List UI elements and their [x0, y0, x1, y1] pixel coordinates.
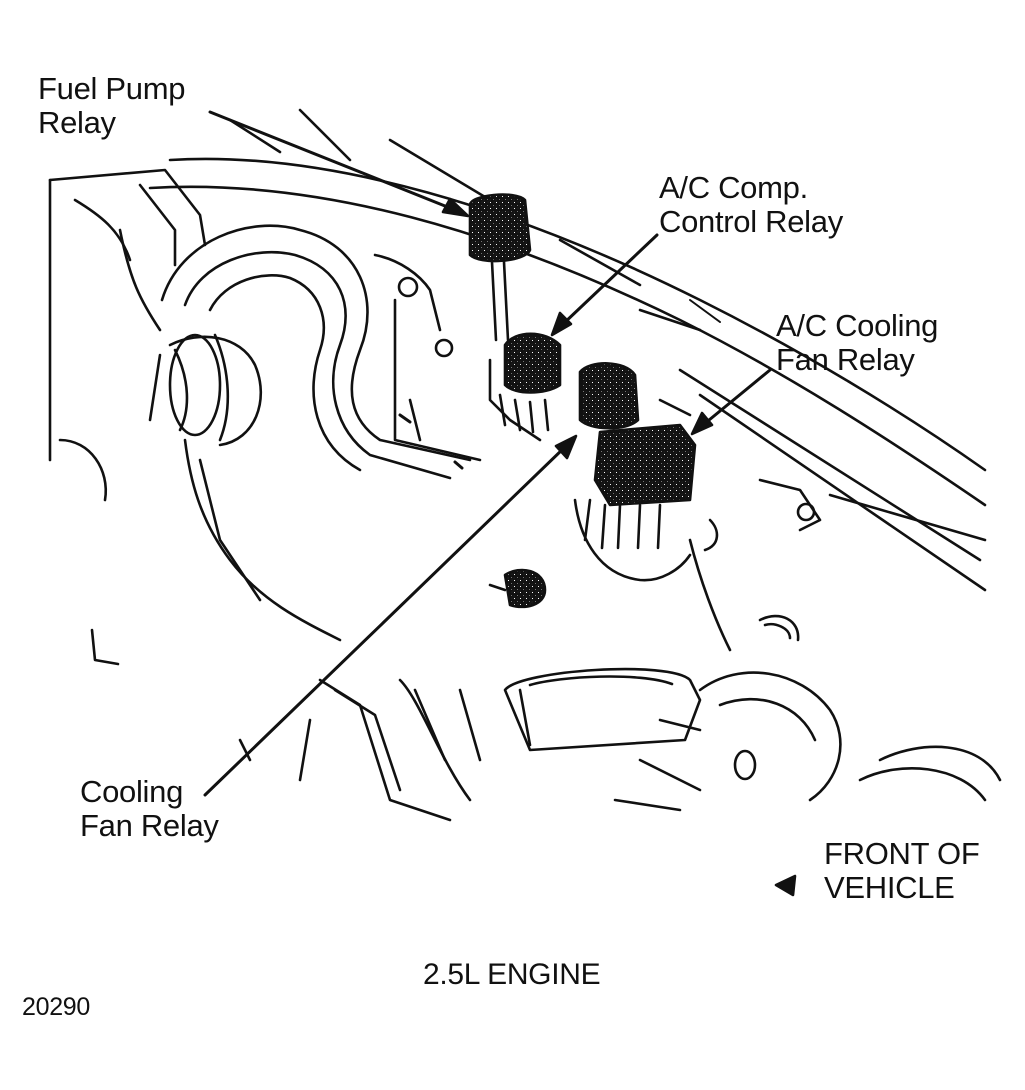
- leader-lines: [203, 110, 797, 897]
- ac-comp-control-relay-label: A/C Comp. Control Relay: [659, 171, 843, 239]
- relay-cluster: [573, 362, 732, 652]
- cooling-fan-label-line2: Fan Relay: [80, 808, 219, 843]
- fender-lines: [148, 108, 987, 592]
- front-label-line2: VEHICLE: [824, 870, 955, 905]
- air-intake-duct: [148, 224, 472, 642]
- fuel-pump-relay-label-line2: Relay: [38, 105, 116, 140]
- front-label-line1: FRONT OF: [824, 836, 980, 871]
- figure-number: 20290: [22, 993, 91, 1021]
- firewall-panels: [48, 168, 207, 666]
- ac-fan-label-line1: A/C Cooling: [776, 308, 939, 343]
- ac-cooling-fan-relay-label: A/C Cooling Fan Relay: [776, 309, 938, 377]
- ac-comp-label-line1: A/C Comp.: [659, 170, 808, 205]
- ac-fan-label-line2: Fan Relay: [776, 342, 915, 377]
- cooling-fan-relay-label: Cooling Fan Relay: [80, 775, 219, 843]
- diagram-caption: 2.5L ENGINE: [423, 958, 601, 991]
- lower-left-parts: [238, 568, 547, 822]
- engine-body: [503, 614, 1002, 812]
- cooling-fan-label-line1: Cooling: [80, 774, 184, 809]
- fuel-pump-relay-label-line1: Fuel Pump: [38, 71, 186, 106]
- ac-comp-label-line2: Control Relay: [659, 204, 843, 239]
- right-bracket: [703, 478, 987, 552]
- core-support: [373, 253, 482, 470]
- front-of-vehicle-label: FRONT OF VEHICLE: [824, 836, 980, 905]
- fuel-pump-relay-label: Fuel Pump Relay: [38, 71, 186, 140]
- fuel-pump-relay: [468, 193, 532, 342]
- ac-comp-control-relay: [488, 332, 562, 442]
